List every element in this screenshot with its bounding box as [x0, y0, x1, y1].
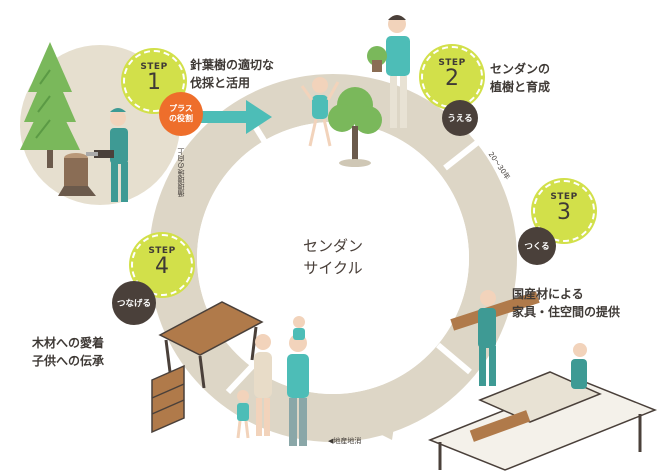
step2-caption: センダンの 植樹と育成 — [490, 60, 550, 96]
step4-label: STEP — [148, 246, 176, 256]
step4-caption-line2: 子供への伝承 — [32, 354, 105, 368]
cycle-title: センダン サイクル — [273, 235, 393, 279]
step4-action: つなげる — [116, 299, 151, 309]
step3-caption: 国産材による 家具・住空間の提供 — [512, 285, 620, 321]
tree-stump-icon — [58, 153, 96, 196]
plus-role-line1: プラス — [169, 104, 193, 113]
plus-role-badge: プラス の役割 — [159, 92, 203, 136]
step1-badge: STEP 1 — [123, 50, 185, 112]
sawmill-machine-icon — [427, 343, 658, 471]
step2-action: うえる — [447, 114, 473, 124]
step4-action-badge: つなげる — [112, 281, 156, 325]
step1-caption-line1: 針葉樹の適切な — [190, 58, 275, 72]
step1-caption-line2: 伐採と活用 — [190, 76, 251, 90]
step3-number: 3 — [557, 200, 571, 225]
step2-badge: STEP 2 — [421, 46, 483, 108]
lumberjack-figure — [86, 108, 128, 202]
cycle-ring — [149, 74, 517, 442]
cycle-title-line1: センダン — [302, 237, 363, 255]
progress-arrow-icon — [190, 100, 272, 134]
local-production-note: ◀地産地消 — [328, 437, 362, 445]
step4-number: 4 — [155, 254, 169, 279]
step1-number: 1 — [147, 70, 161, 95]
table-icon — [158, 301, 264, 389]
step2-caption-line2: 植樹と育成 — [490, 80, 551, 94]
carpenter-figure — [450, 290, 540, 386]
step2-label: STEP — [438, 58, 466, 68]
environment-note: 循環環境の向上 — [177, 148, 185, 197]
plus-role-line2: の役割 — [169, 114, 193, 123]
conifer-tree-icon — [20, 42, 80, 168]
step3-caption-line2: 家具・住空間の提供 — [512, 305, 621, 319]
step4-caption-line1: 木材への愛着 — [32, 336, 105, 350]
step3-label: STEP — [550, 192, 578, 202]
step2-action-badge: うえる — [442, 100, 478, 136]
adult-planting-figure — [367, 15, 410, 128]
shelf-icon — [151, 364, 185, 434]
step3-action-badge: つくる — [518, 227, 556, 265]
step2-caption-line1: センダンの — [490, 62, 551, 76]
step4-caption: 木材への愛着 子供への伝承 — [32, 334, 104, 370]
cycle-title-line2: サイクル — [303, 259, 363, 277]
step1-caption: 針葉樹の適切な 伐採と活用 — [190, 56, 274, 92]
child-figure — [300, 77, 340, 147]
step1-label: STEP — [140, 62, 168, 72]
family-figures — [236, 316, 309, 446]
young-tree-icon — [328, 87, 382, 167]
step3-caption-line1: 国産材による — [512, 287, 584, 301]
step2-number: 2 — [445, 66, 459, 91]
step3-action: つくる — [524, 242, 550, 252]
